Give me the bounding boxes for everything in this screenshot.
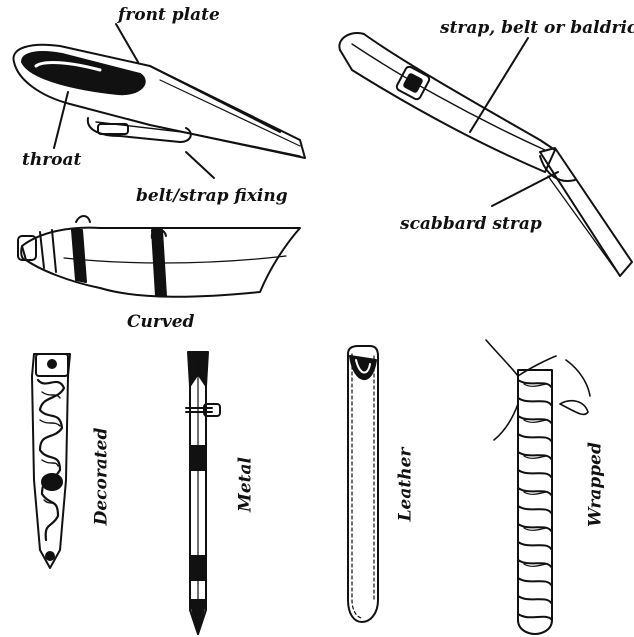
metal-label: Metal — [238, 445, 255, 525]
decorated-label: Decorated — [94, 427, 111, 527]
curved-label: Curved — [127, 314, 194, 331]
decorated-scabbard-illustration — [32, 354, 70, 568]
curved-scabbard-illustration — [18, 216, 300, 297]
fixing-leader-line — [186, 152, 214, 178]
scabbard-throat-illustration — [13, 45, 305, 158]
metal-scabbard-illustration — [186, 352, 220, 634]
wrapped-scabbard-illustration — [486, 340, 590, 634]
leather-scabbard-illustration — [348, 346, 378, 622]
scabbard-strap-label: scabbard strap — [400, 216, 542, 233]
throat-label: throat — [22, 152, 81, 169]
front-plate-leader-line — [116, 24, 138, 62]
belt-strap-fixing-label: belt/strap fixing — [136, 188, 288, 205]
scabbard-strap-leader-line — [492, 172, 558, 206]
leather-label: Leather — [398, 440, 415, 530]
front-plate-label: front plate — [118, 7, 220, 24]
strap-belt-baldric-label: strap, belt or baldric — [440, 20, 634, 37]
strap-baldric-illustration — [339, 33, 632, 276]
strap-leader-line — [470, 38, 528, 132]
wrapped-label: Wrapped — [588, 435, 605, 535]
